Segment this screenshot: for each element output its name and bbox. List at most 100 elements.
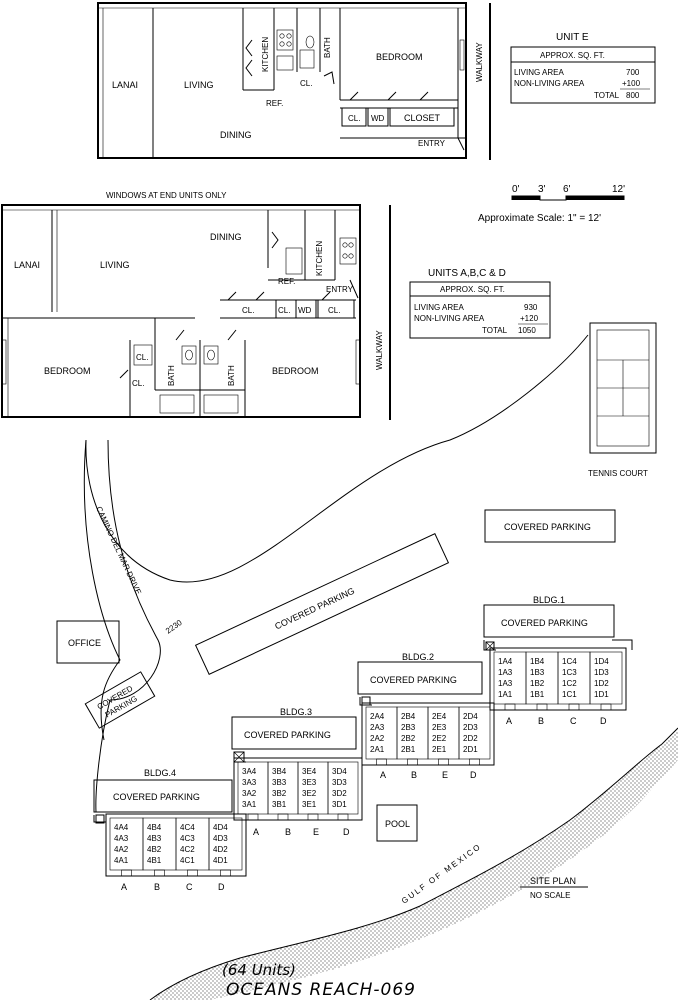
unit-number: 4A2	[114, 845, 129, 854]
unit-number: 3D1	[332, 800, 347, 809]
abcd-ref-label: REF.	[278, 277, 295, 286]
bldg4-covered-parking	[93, 779, 233, 813]
unit-entry-tab	[121, 869, 132, 877]
unit-number: 4A1	[114, 856, 129, 865]
unit-e-living-label: LIVING	[184, 80, 214, 90]
unit-e-floor-plan: LANAI LIVING DINING KITCHEN BATH CL. REF…	[97, 2, 491, 160]
unit-entry-tab	[407, 758, 418, 766]
units-abcd-living-label: LIVING AREA	[414, 303, 464, 312]
bldg4-label: BLDG.4	[144, 768, 176, 778]
unit-e-living-area-value: 700	[626, 68, 640, 77]
abcd-bath-label-1: BATH	[167, 365, 176, 386]
unit-column-label: E	[442, 770, 448, 780]
shoreline	[149, 727, 678, 1000]
unit-number: 4A4	[114, 823, 129, 832]
scale-tick-0: 0'	[512, 184, 520, 195]
bldg4-unit-block: 4A44A34A24A1A4B44B34B24B1B4C44C34C24C1C4…	[105, 813, 247, 892]
unit-column-label: E	[313, 827, 319, 837]
unit-number: 1D3	[594, 668, 609, 677]
unit-number: 3D4	[332, 767, 347, 776]
scale-text: Approximate Scale: 1" = 12'	[478, 213, 601, 224]
property-name: OCEANS REACH-069	[226, 980, 416, 1000]
unit-number: 1A4	[498, 657, 513, 666]
unit-entry-tab	[504, 703, 516, 711]
unit-number: 1D2	[594, 679, 609, 688]
bldg3-covered-parking-label: COVERED PARKING	[244, 730, 331, 740]
unit-e-entry-label: ENTRY	[418, 139, 446, 148]
covered-parking-east-label: COVERED PARKING	[504, 522, 591, 532]
unit-column-label: B	[154, 882, 160, 892]
units-abcd-title: UNITS A,B,C & D	[428, 268, 506, 279]
unit-number: 3B4	[272, 767, 287, 776]
site-plan: CAMINO DEL MAR DRIVE 2230 TENNIS COURT C…	[56, 322, 678, 1000]
unit-entry-tab	[247, 813, 259, 821]
bldg2-label: BLDG.2	[402, 652, 434, 662]
pool	[376, 804, 418, 842]
unit-entry-tab	[337, 813, 349, 821]
unit-e-wd-label: WD	[371, 114, 385, 123]
unit-entry-tab	[277, 813, 289, 821]
unit-number: 3D3	[332, 778, 347, 787]
unit-number: 4D4	[213, 823, 228, 832]
unit-number: 1C3	[562, 668, 577, 677]
unit-number: 2E3	[432, 723, 447, 732]
units-abcd-non-living-value: +120	[520, 314, 539, 323]
bldg1-label: BLDG.1	[533, 595, 565, 605]
unit-number: 4B1	[147, 856, 162, 865]
abcd-bath-label-2: BATH	[227, 365, 236, 386]
unit-entry-tab	[220, 869, 231, 877]
unit-number: 3E2	[302, 789, 317, 798]
unit-number: 1B4	[530, 657, 545, 666]
abcd-cl-label-3: CL.	[328, 306, 340, 315]
unit-number: 2D4	[463, 712, 478, 721]
unit-number: 2E1	[432, 745, 447, 754]
unit-e-closet-cl-label: CL.	[348, 114, 360, 123]
unit-entry-tab	[307, 813, 319, 821]
unit-e-ref-label: REF.	[266, 99, 283, 108]
unit-entry-tab	[600, 703, 612, 711]
unit-number: 2A4	[370, 712, 385, 721]
unit-number: 4C2	[180, 845, 195, 854]
unit-number: 3B1	[272, 800, 287, 809]
road-edge-south	[95, 439, 161, 813]
unit-column-label: C	[570, 716, 577, 726]
unit-number: 2E2	[432, 734, 447, 743]
abcd-cl-label-1: CL.	[242, 306, 254, 315]
abcd-cl-label-5: CL.	[132, 379, 144, 388]
units-abcd-floor-plan: WINDOWS AT END UNITS ONLY	[1, 191, 391, 420]
units-abcd-area-table: UNITS A,B,C & D APPROX. SQ. FT. LIVING A…	[409, 268, 551, 339]
abcd-kitchen-label: KITCHEN	[315, 241, 324, 276]
unit-number: 3A1	[242, 800, 257, 809]
unit-number: 3A3	[242, 778, 257, 787]
unit-number: 1A1	[498, 690, 513, 699]
unit-number: 3A2	[242, 789, 257, 798]
tennis-court: TENNIS COURT	[588, 322, 657, 478]
building-outline	[489, 647, 627, 711]
abcd-walkway-label: WALKWAY	[375, 330, 384, 370]
abcd-entry-label: ENTRY	[326, 285, 354, 294]
unit-e-cl-label: CL.	[300, 79, 312, 88]
unit-number: 3E1	[302, 800, 317, 809]
building-outline	[233, 757, 363, 821]
unit-number: 2B4	[401, 712, 416, 721]
bldg2-covered-parking-label: COVERED PARKING	[370, 675, 457, 685]
unit-e-total-value: 800	[626, 91, 640, 100]
unit-e-total-label: TOTAL	[594, 91, 620, 100]
road-name: CAMINO DEL MAR DRIVE	[94, 505, 143, 596]
unit-number: 3B2	[272, 789, 287, 798]
unit-number: 2D1	[463, 745, 478, 754]
covered-parking-small: COVERED PARKING	[84, 671, 156, 729]
unit-number: 4B2	[147, 845, 162, 854]
unit-column-label: A	[121, 882, 127, 892]
building-outline	[105, 813, 247, 877]
windows-note: WINDOWS AT END UNITS ONLY	[106, 191, 227, 200]
bldg1-covered-parking	[483, 604, 615, 638]
unit-number: 3E4	[302, 767, 317, 776]
unit-e-table-header: APPROX. SQ. FT.	[540, 51, 605, 60]
building-outline	[361, 702, 495, 766]
unit-number: 4B3	[147, 834, 162, 843]
bldg1-covered-parking-label: COVERED PARKING	[501, 618, 588, 628]
unit-entry-tab	[376, 758, 387, 766]
unit-number: 4D1	[213, 856, 228, 865]
road-edge-north	[85, 334, 589, 583]
